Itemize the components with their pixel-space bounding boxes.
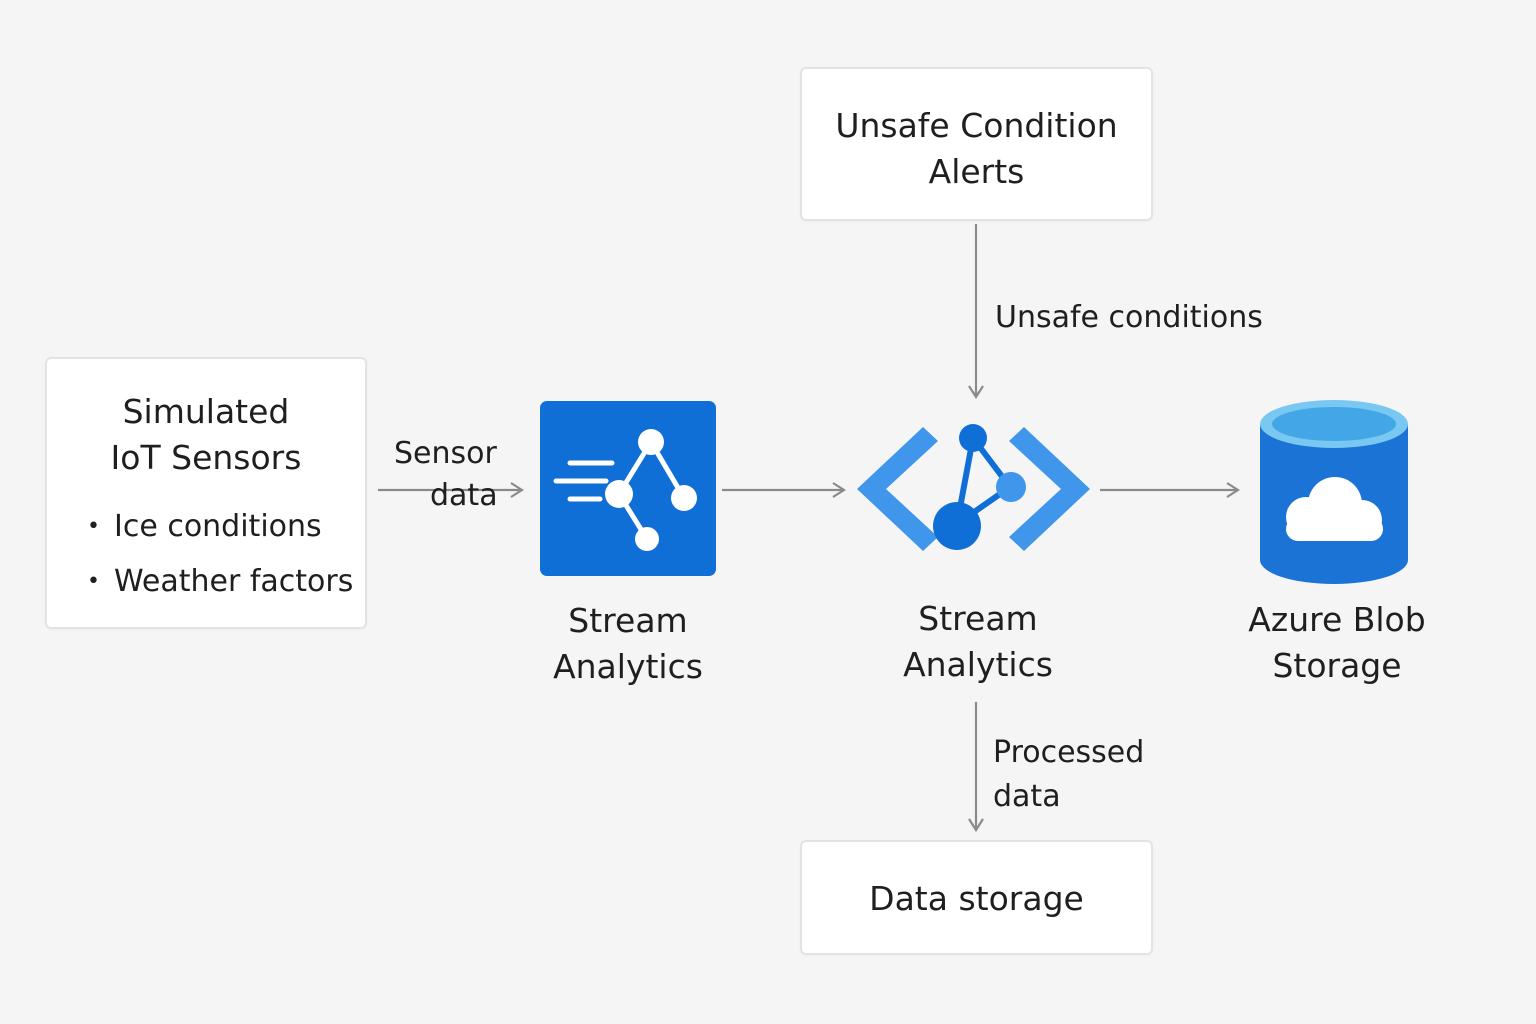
cloud-icon bbox=[1286, 477, 1383, 541]
alerts-node: Unsafe Condition Alerts bbox=[800, 67, 1153, 221]
stream2-caption: Stream Analytics bbox=[878, 596, 1078, 688]
blob-caption: Azure Blob Storage bbox=[1222, 597, 1452, 689]
edge-label-processed: Processed bbox=[993, 735, 1145, 770]
bullet-ice-conditions: Ice conditions bbox=[87, 501, 353, 556]
stream2-caption-line1: Stream bbox=[918, 599, 1038, 638]
alerts-title-line1: Unsafe Condition bbox=[835, 106, 1118, 145]
edge-label-unsafe-conditions: Unsafe conditions bbox=[995, 300, 1263, 335]
azure-blob-storage-icon bbox=[1260, 400, 1408, 584]
stream-analytics-code-icon bbox=[857, 424, 1090, 551]
stream1-caption: Stream Analytics bbox=[528, 598, 728, 690]
edge-label-data: data bbox=[430, 478, 498, 513]
stream1-caption-line1: Stream bbox=[568, 601, 688, 640]
sensors-title-line1: Simulated bbox=[122, 392, 290, 431]
stream2-caption-line2: Analytics bbox=[903, 645, 1053, 684]
alerts-title-line2: Alerts bbox=[928, 152, 1025, 191]
blob-caption-line2: Storage bbox=[1272, 646, 1402, 685]
blob-caption-line1: Azure Blob bbox=[1248, 600, 1426, 639]
sensors-bullet-list: Ice conditions Weather factors bbox=[87, 501, 353, 611]
sensors-title-line2: IoT Sensors bbox=[110, 438, 302, 477]
stream-analytics-icon bbox=[540, 401, 716, 576]
sensors-node: Simulated IoT Sensors Ice conditions Wea… bbox=[45, 357, 367, 629]
alerts-title: Unsafe Condition Alerts bbox=[802, 103, 1151, 195]
data-storage-title: Data storage bbox=[869, 879, 1084, 918]
bullet-weather-factors: Weather factors bbox=[87, 556, 353, 611]
sensors-title: Simulated IoT Sensors bbox=[47, 389, 365, 481]
data-storage-node: Data storage bbox=[800, 840, 1153, 955]
edge-label-processed-data: data bbox=[993, 779, 1061, 814]
edge-label-sensor: Sensor bbox=[394, 436, 497, 471]
stream1-caption-line2: Analytics bbox=[553, 647, 703, 686]
